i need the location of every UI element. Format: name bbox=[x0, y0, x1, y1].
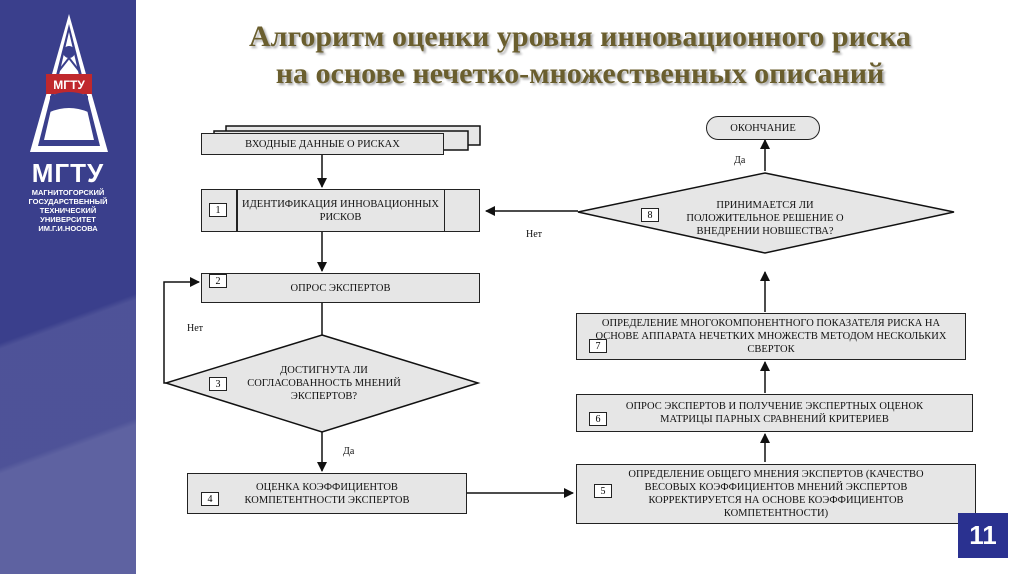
slide-title-line-1: Алгоритм оценки уровня инновационного ри… bbox=[248, 20, 912, 53]
logo-text: МГТУ bbox=[53, 78, 85, 92]
step-4-text: ОЦЕНКА КОЭФФИЦИЕНТОВ КОМПЕТЕНТНОСТИ ЭКСП… bbox=[244, 481, 410, 506]
step-4-box: ОЦЕНКА КОЭФФИЦИЕНТОВ КОМПЕТЕНТНОСТИ ЭКСП… bbox=[187, 473, 467, 514]
university-full-name: МАГНИТОГОРСКИЙ ГОСУДАРСТВЕННЫЙ ТЕХНИЧЕСК… bbox=[28, 188, 108, 233]
slide-number: 11 bbox=[958, 513, 1008, 558]
step-4-number: 4 bbox=[201, 492, 219, 506]
university-logo-icon: МГТУ bbox=[30, 14, 108, 152]
decision-3-shape bbox=[163, 334, 481, 433]
yes-label-8: Да bbox=[734, 155, 746, 166]
no-label-8: Нет bbox=[526, 229, 543, 240]
step-1-box: ИДЕНТИФИКАЦИЯ ИННОВАЦИОННЫХ РИСКОВ bbox=[201, 189, 480, 232]
university-short-name: МГТУ bbox=[31, 158, 105, 188]
step-2-box: ОПРОС ЭКСПЕРТОВ bbox=[201, 273, 480, 303]
end-label: ОКОНЧАНИЕ bbox=[730, 122, 796, 134]
slide-title-line-2: на основе нечетко-множественных описаний bbox=[275, 57, 885, 90]
step-6-number: 6 bbox=[589, 412, 607, 426]
sidebar: МГТУ МГТУ МАГНИТОГОРСКИЙ ГОСУДАРСТВЕННЫЙ… bbox=[0, 0, 136, 574]
step-7-box: ОПРЕДЕЛЕНИЕ МНОГОКОМПОНЕНТНОГО ПОКАЗАТЕЛ… bbox=[576, 313, 966, 360]
decision-8-shape bbox=[577, 172, 955, 254]
no-label-loop: Нет bbox=[187, 323, 204, 334]
step-3-text: ДОСТИГНУТА ЛИ СОГЛАСОВАННОСТЬ МНЕНИЙ ЭКС… bbox=[247, 365, 401, 402]
step-2-text: ОПРОС ЭКСПЕРТОВ bbox=[290, 282, 391, 294]
step-1-text: ИДЕНТИФИКАЦИЯ ИННОВАЦИОННЫХ РИСКОВ bbox=[242, 198, 439, 223]
step-5-number: 5 bbox=[594, 484, 612, 498]
yes-label-3: Да bbox=[343, 446, 355, 457]
step-7-number: 7 bbox=[589, 339, 607, 353]
slide-title: Алгоритм оценки уровня инновационного ри… bbox=[150, 18, 1010, 92]
input-data-box: ВХОДНЫЕ ДАННЫЕ О РИСКАХ bbox=[201, 133, 444, 155]
step-8-text: ПРИНИМАЕТСЯ ЛИ ПОЛОЖИТЕЛЬНОЕ РЕШЕНИЕ О В… bbox=[686, 200, 844, 237]
step-2-number: 2 bbox=[209, 274, 227, 288]
input-data-label: ВХОДНЫЕ ДАННЫЕ О РИСКАХ bbox=[245, 138, 400, 150]
step-3-number: 3 bbox=[209, 377, 227, 391]
step-1-number: 1 bbox=[209, 203, 227, 217]
end-terminator: ОКОНЧАНИЕ bbox=[706, 116, 820, 140]
step-5-text: ОПРЕДЕЛЕНИЕ ОБЩЕГО МНЕНИЯ ЭКСПЕРТОВ (КАЧ… bbox=[628, 469, 924, 519]
step-6-text: ОПРОС ЭКСПЕРТОВ И ПОЛУЧЕНИЕ ЭКСПЕРТНЫХ О… bbox=[625, 401, 924, 425]
step-6-box: ОПРОС ЭКСПЕРТОВ И ПОЛУЧЕНИЕ ЭКСПЕРТНЫХ О… bbox=[576, 394, 973, 432]
step-8-number: 8 bbox=[641, 208, 659, 222]
step-5-box: ОПРЕДЕЛЕНИЕ ОБЩЕГО МНЕНИЯ ЭКСПЕРТОВ (КАЧ… bbox=[576, 464, 976, 524]
step-7-text: ОПРЕДЕЛЕНИЕ МНОГОКОМПОНЕНТНОГО ПОКАЗАТЕЛ… bbox=[595, 318, 947, 355]
